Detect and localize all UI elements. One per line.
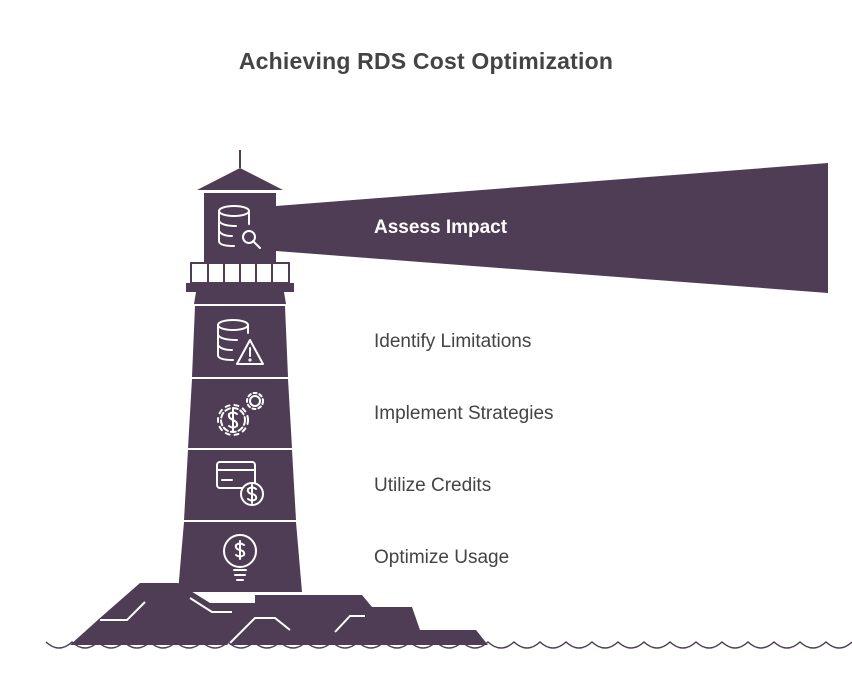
gears-dollar-icon (217, 392, 264, 436)
tower-segment-3 (184, 450, 296, 520)
lighthouse-lantern (204, 193, 276, 263)
lighthouse-gallery-deck (186, 283, 294, 292)
lighthouse-roof (197, 168, 283, 190)
sea-waves (45, 640, 852, 649)
level-label-implement-strategies: Implement Strategies (374, 403, 554, 424)
tower-segment-1 (192, 306, 288, 377)
database-warning-icon (217, 319, 264, 365)
level-label-utilize-credits: Utilize Credits (374, 475, 492, 496)
lighthouse-railing (190, 262, 290, 284)
rocks (70, 583, 488, 645)
diagram-title: Achieving RDS Cost Optimization (238, 48, 614, 74)
light-beam (276, 163, 828, 293)
lighthouse-collar (194, 292, 286, 304)
database-search-icon (218, 205, 261, 249)
tower-segment-2 (188, 379, 292, 448)
level-label-optimize-usage: Optimize Usage (374, 547, 510, 568)
level-label-identify-limitations: Identify Limitations (374, 331, 532, 352)
lightbulb-dollar-icon (223, 534, 257, 581)
level-label-assess-impact: Assess Impact (374, 217, 508, 238)
credit-card-dollar-icon (216, 461, 264, 506)
rock-cracks (100, 597, 365, 646)
